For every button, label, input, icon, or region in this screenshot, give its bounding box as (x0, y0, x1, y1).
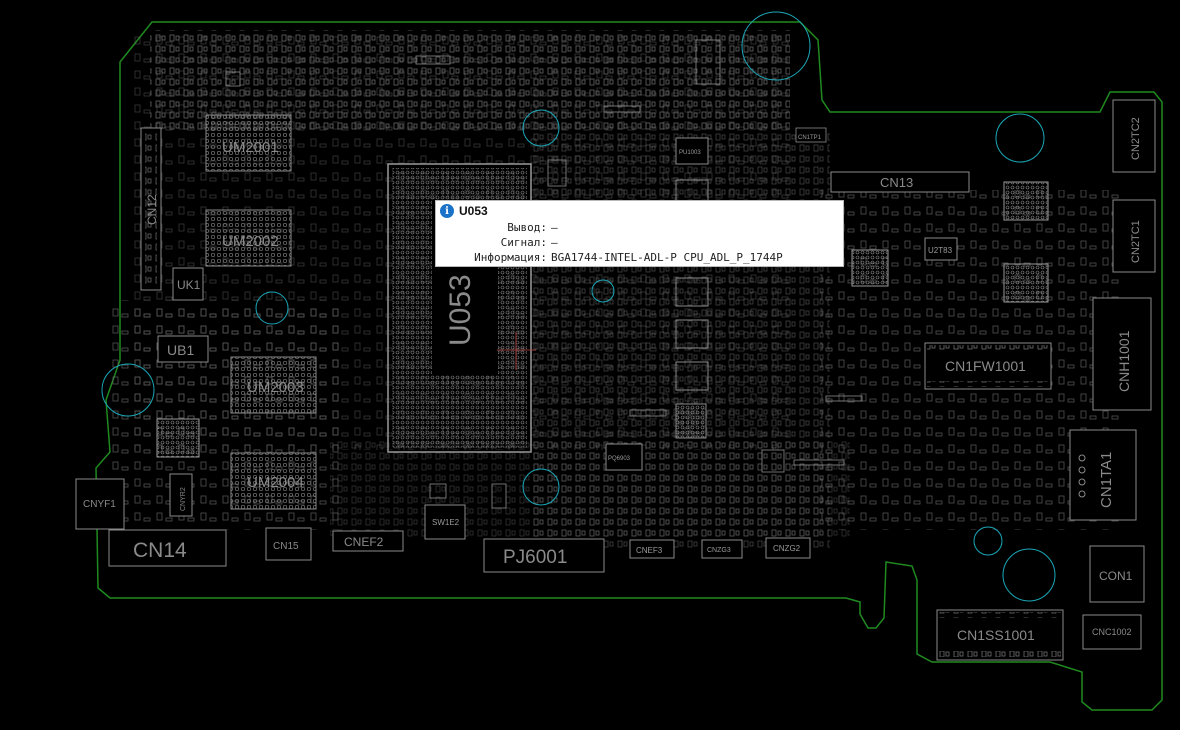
cnef2-label: CNEF2 (344, 535, 384, 549)
chip-um2001[interactable] (205, 114, 292, 172)
cn2tc1-label: CN2TC1 (1130, 220, 1142, 263)
um2004-label: UM2004 (247, 474, 304, 491)
cn14-label: CN14 (133, 539, 187, 562)
cn15-label: CN15 (273, 541, 299, 552)
um2003-label: UM2003 (247, 379, 304, 396)
connector-cn1ta1[interactable] (1069, 429, 1137, 521)
tooltip-key: Сигнал: (500, 236, 547, 249)
cn1fw1001-label: CN1FW1001 (945, 358, 1026, 374)
chip-u053[interactable] (387, 163, 532, 453)
cn1tp1-label: CN1TP1 (798, 135, 822, 141)
mount-hole (255, 291, 289, 325)
connector-cnyf1[interactable] (75, 478, 125, 530)
mount-hole (591, 279, 615, 303)
chip-u2t83[interactable] (924, 237, 958, 261)
tooltip-header: i U053 (440, 204, 488, 218)
connector-con1[interactable] (1089, 545, 1145, 603)
mount-hole (101, 363, 155, 417)
connector-cn2tc1[interactable] (1112, 199, 1156, 273)
cn13-label: CN13 (880, 175, 913, 190)
mount-hole (522, 109, 560, 147)
um2002-label: UM2002 (222, 233, 279, 250)
connector-cnh1001[interactable] (1092, 297, 1152, 411)
mount-hole (973, 526, 1003, 556)
tooltip-title: U053 (459, 204, 488, 218)
u2t83-label: U2T83 (928, 246, 953, 255)
connector-cn2tc2[interactable] (1112, 99, 1156, 173)
um2001-label: UM2001 (222, 139, 279, 156)
connector-cn15[interactable] (265, 527, 312, 561)
cn1ss1001-label: CN1SS1001 (957, 627, 1035, 643)
tooltip-key: Информация: (474, 251, 547, 264)
sw1e2-label: SW1E2 (432, 518, 460, 527)
tooltip-row-info: Информация: BGA1744-INTEL-ADL-P CPU_ADL_P… (436, 250, 783, 265)
chip-uk1[interactable] (172, 267, 204, 301)
connector-cnzg2[interactable] (765, 537, 811, 559)
tooltip-value: — (551, 236, 558, 249)
u053-label: U053 (444, 274, 477, 346)
switch-sw1e2[interactable] (424, 504, 466, 540)
chip-um2003[interactable] (230, 356, 317, 414)
info-icon: i (440, 204, 454, 218)
mount-hole (522, 468, 560, 506)
connector-cnc1002[interactable] (1082, 614, 1142, 650)
chip-pu1003[interactable] (675, 137, 709, 165)
chip-u-left[interactable] (156, 418, 200, 458)
mount-hole (995, 113, 1045, 163)
pq6903-label: PQ6903 (608, 456, 631, 462)
connector-cnzg3[interactable] (701, 539, 743, 559)
pu1003-label: PU1003 (679, 150, 701, 156)
chip-tc-ctrl-2[interactable] (1003, 263, 1049, 303)
cn2tc2-label: CN2TC2 (1130, 117, 1142, 160)
cnef3-label: CNEF3 (636, 546, 663, 555)
cnyf1-label: CNYF1 (83, 499, 116, 510)
cnc1002-label: CNC1002 (1092, 627, 1132, 637)
connector-pj6001[interactable] (483, 538, 605, 573)
tooltip-key: Вывод: (507, 221, 547, 234)
tooltip-value: — (551, 221, 558, 234)
mount-hole (1002, 548, 1056, 602)
tooltip-row-pin: Вывод: — (436, 220, 558, 235)
cnyr2-label: CNYR2 (180, 487, 187, 511)
chip-um2002[interactable] (205, 209, 292, 267)
chip-um2004[interactable] (230, 452, 317, 510)
chip-cn1tp1[interactable] (795, 127, 827, 143)
tooltip-value: BGA1744-INTEL-ADL-P CPU_ADL_P_1744P (551, 251, 783, 264)
chip-usb-ctrl[interactable] (851, 249, 889, 287)
tooltip-row-signal: Сигнал: — (436, 235, 558, 250)
connector-cnef2[interactable] (332, 530, 404, 552)
chip-pq6903[interactable] (605, 443, 643, 471)
mount-hole (741, 11, 811, 81)
chip-ub1[interactable] (157, 335, 209, 363)
chip-tc-ctrl-1[interactable] (1003, 181, 1049, 221)
cnzg3-label: CNZG3 (707, 547, 731, 554)
cn1ta1-label: CN1TA1 (1098, 452, 1115, 508)
cnzg2-label: CNZG2 (773, 544, 801, 553)
uk1-label: UK1 (177, 278, 201, 292)
connector-cnyr2[interactable] (169, 473, 193, 517)
ub1-label: UB1 (167, 342, 194, 358)
pj6001-label: PJ6001 (503, 547, 567, 568)
connector-cnef3[interactable] (629, 539, 675, 559)
cn12-label: CN12 (145, 194, 159, 225)
connector-cn14[interactable] (108, 529, 227, 567)
cnh1001-label: CNH1001 (1116, 330, 1132, 392)
connector-cn13[interactable] (830, 171, 970, 193)
component-info-tooltip: i U053 Вывод: — Сигнал: — Информация: BGA17… (435, 200, 844, 267)
con1-label: CON1 (1099, 569, 1133, 583)
